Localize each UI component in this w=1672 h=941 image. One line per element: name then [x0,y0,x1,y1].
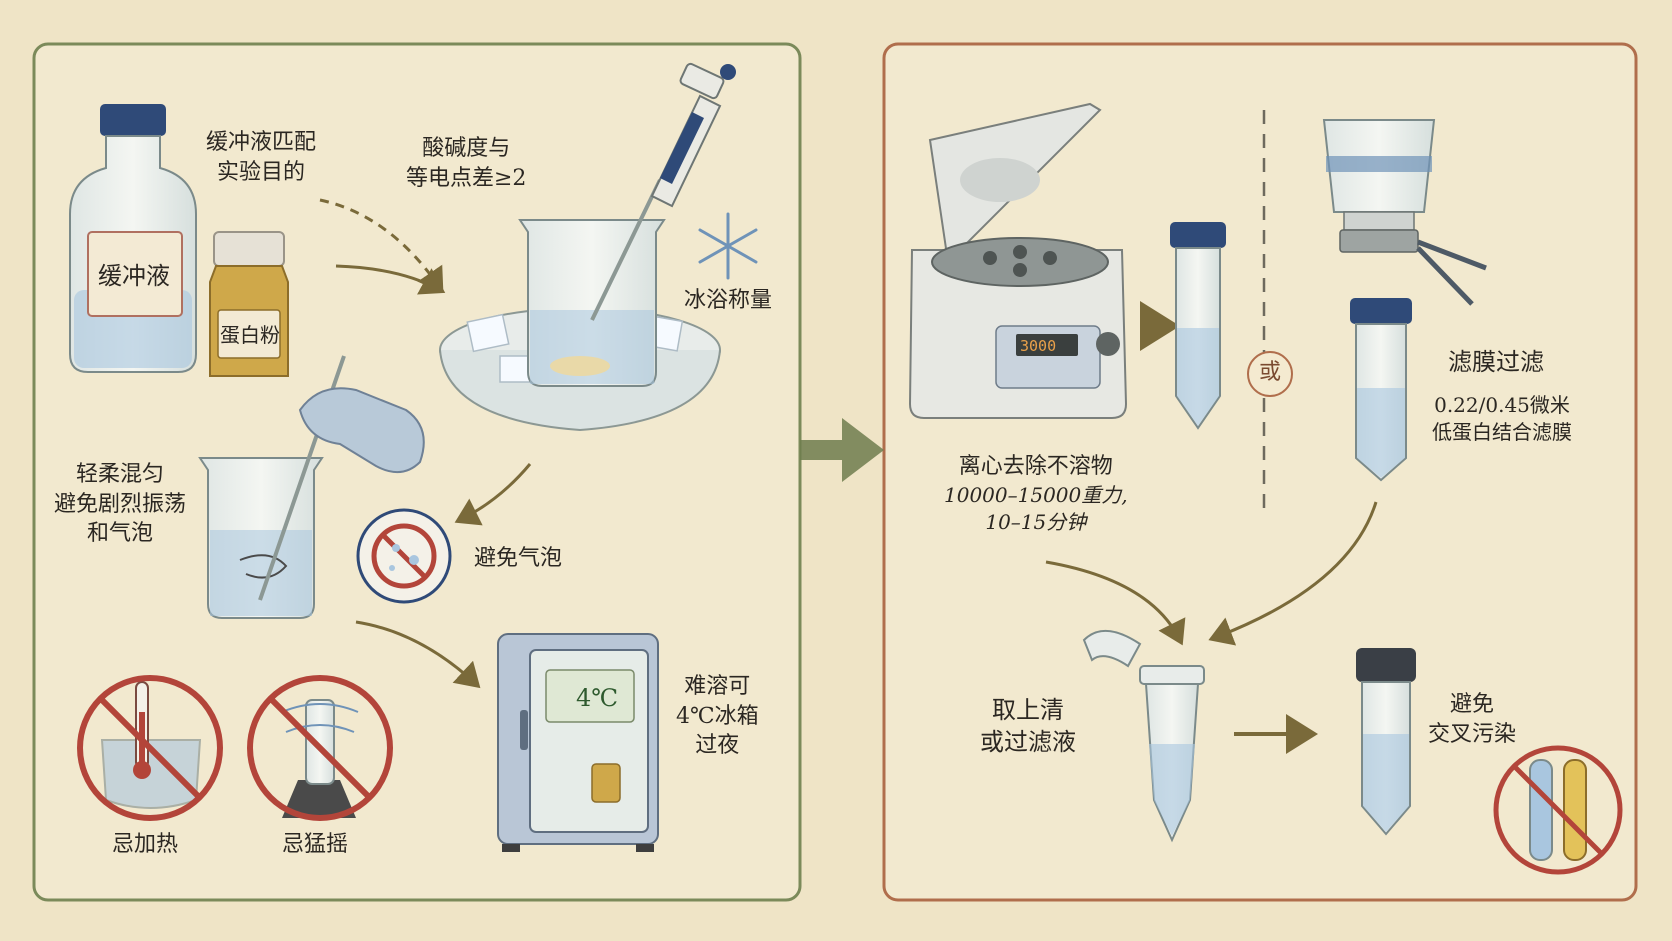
arrow-solid-to-ice-bath [335,264,446,295]
storage-tube-icon [1356,648,1416,836]
filter-funnel-icon [1322,119,1487,482]
label-no-shaking: 忌猛摇 [282,832,349,857]
label-cross-contamination: 避免交叉污染 [1428,692,1517,747]
label-centrifuge: 离心去除不溶物 10000–15000重力, 10–15分钟 [944,454,1128,534]
snowflake-icon [698,212,758,280]
beaker-icon [518,219,666,387]
label-ph-isoelectric: 酸碱度与等电点差≥2 [406,136,527,191]
fridge-icon [497,633,659,852]
label-membrane-filtration: 滤膜过滤 [1448,348,1544,376]
mixing-beaker-icon [198,457,324,619]
or-circle [1247,351,1293,397]
fridge-display-temp: 4℃ [576,684,619,712]
label-buffer-bottle: 缓冲液 [98,262,170,290]
label-or: 或 [1259,360,1282,385]
buffer-bottle-icon [69,104,197,373]
no-heating-icon [77,675,223,821]
centrifuge-icon [908,102,1128,419]
arrow-to-fridge [355,620,481,689]
label-ice-bath-weighing: 冰浴称量 [684,288,773,313]
label-avoid-bubbles: 避免气泡 [474,546,563,571]
label-protein-jar: 蛋白粉 [220,323,280,347]
no-cross-contamination-icon [1493,745,1623,875]
gloved-hand-icon [298,387,425,473]
label-filter-spec: 0.22/0.45微米低蛋白结合滤膜 [1432,393,1572,444]
centrifuge-display: 3000 [1020,337,1057,355]
protein-powder-jar-icon [209,231,289,377]
label-buffer-match: 缓冲液匹配实验目的 [206,130,317,185]
panel-transition-arrow [800,418,884,482]
arrow-centrifuge-to-supernatant [1045,560,1186,646]
arrow-to-mixing [454,463,532,526]
label-supernatant: 取上清或过滤液 [980,696,1076,757]
pipette-icon [590,62,736,321]
microcentrifuge-tube-icon [1082,629,1205,843]
label-no-heating: 忌加热 [112,832,179,857]
no-shaking-icon [247,675,393,821]
no-bubbles-icon [356,508,452,604]
arrow-filter-to-supernatant [1208,501,1378,646]
label-gentle-mixing: 轻柔混匀避免剧烈振荡和气泡 [54,462,187,547]
falcon-tube-icon [1170,222,1226,430]
